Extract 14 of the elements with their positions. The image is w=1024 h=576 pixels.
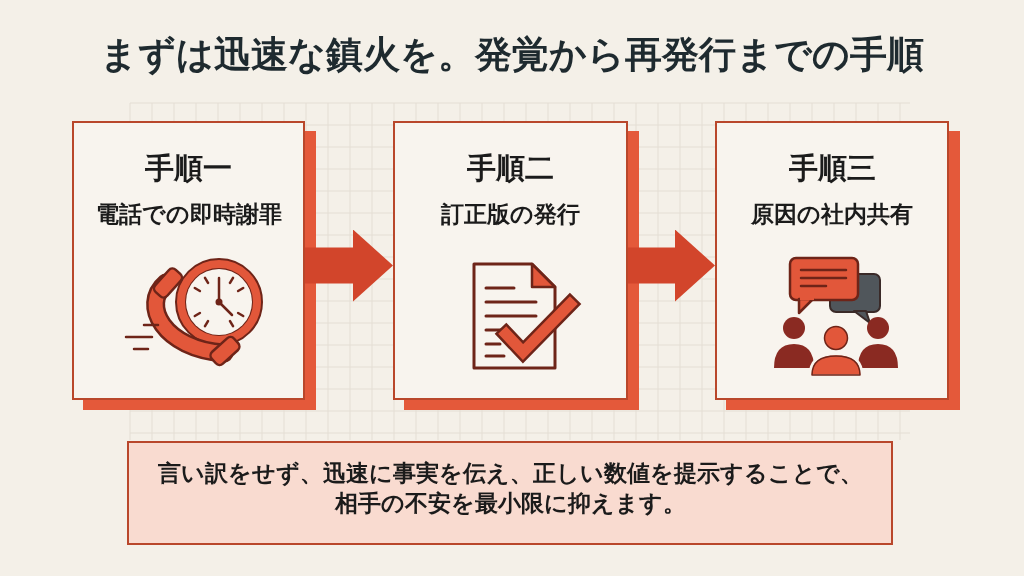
step-heading: 手順一 <box>145 150 232 186</box>
step-title: 電話での即時謝罪 <box>95 200 282 229</box>
step-heading: 手順二 <box>467 150 554 186</box>
step-title: 訂正版の発行 <box>441 200 580 229</box>
step-card <box>72 121 305 400</box>
title: まずは迅速な鎮火を。発覚から再発行までの手順 <box>100 32 924 78</box>
step-card <box>715 121 949 400</box>
message-text: 言い訳をせず、迅速に事実を伝え、正しい数値を提示することで、相手の不安を最小限に抑えます。 <box>156 459 864 518</box>
arrow <box>628 229 715 302</box>
step-card <box>393 121 628 400</box>
arrow <box>305 229 393 302</box>
step-heading: 手順三 <box>788 150 876 186</box>
message-box <box>127 441 893 545</box>
step-title: 原因の社内共有 <box>751 200 913 229</box>
